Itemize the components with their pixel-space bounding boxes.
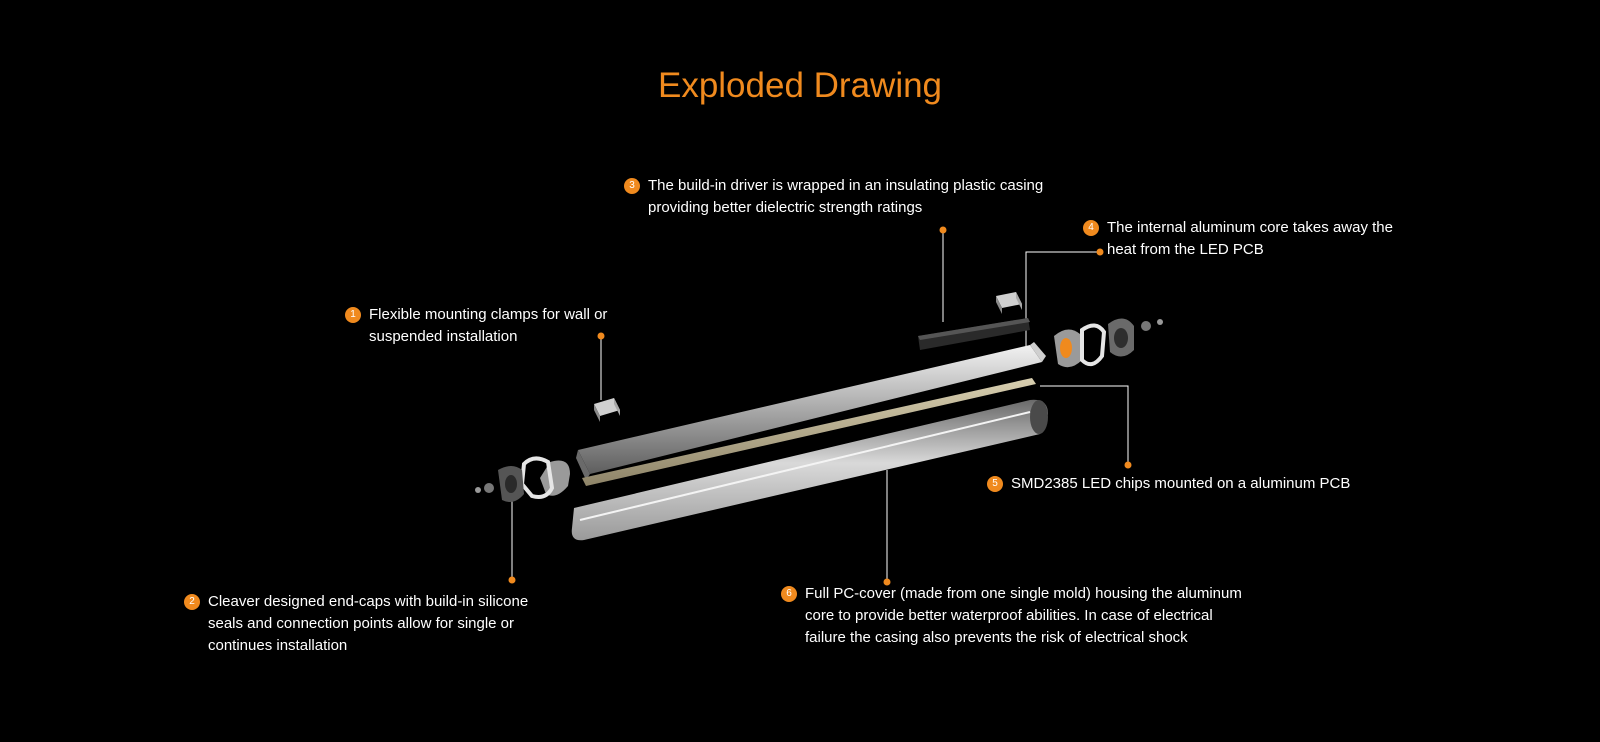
callout-3-number: 3 (624, 178, 640, 194)
callout-3: 3 The build-in driver is wrapped in an i… (624, 175, 1044, 219)
callout-4: 4 The internal aluminum core takes away … (1083, 217, 1393, 261)
callout-5-number: 5 (987, 476, 1003, 492)
callout-6-number: 6 (781, 586, 797, 602)
callout-3-text: The build-in driver is wrapped in an ins… (648, 177, 1044, 216)
leader-dot-5 (1124, 461, 1132, 469)
leader-dot-4 (1096, 248, 1104, 256)
callout-1-text: Flexible mounting clamps for wall or sus… (369, 306, 608, 345)
callout-1-number: 1 (345, 307, 361, 323)
leader-dot-3 (939, 226, 947, 234)
leader-dot-1 (597, 332, 605, 340)
leader-line-5 (1040, 385, 1129, 465)
end-cap-left (475, 456, 570, 502)
callout-6: 6 Full PC-cover (made from one single mo… (781, 583, 1251, 649)
leader-dot-6 (883, 578, 891, 586)
aluminum-core (576, 342, 1046, 480)
pc-cover (571, 399, 1048, 541)
mounting-clamp-right (996, 292, 1022, 314)
leader-line-4 (1025, 251, 1100, 348)
callout-2-text: Cleaver designed end-caps with build-in … (208, 593, 529, 654)
end-cap-right (1054, 318, 1163, 368)
callout-2: 2 Cleaver designed end-caps with build-i… (184, 591, 564, 657)
mounting-clamp-left (594, 398, 620, 422)
callout-2-number: 2 (184, 594, 200, 610)
callout-6-text: Full PC-cover (made from one single mold… (805, 585, 1242, 646)
callout-4-number: 4 (1083, 220, 1099, 236)
leader-dot-2 (508, 576, 516, 584)
callout-4-text: The internal aluminum core takes away th… (1107, 219, 1393, 258)
callout-5: 5 SMD2385 LED chips mounted on a aluminu… (987, 473, 1387, 495)
callout-5-text: SMD2385 LED chips mounted on a aluminum … (1011, 475, 1351, 492)
callout-1: 1 Flexible mounting clamps for wall or s… (345, 304, 635, 348)
led-pcb-strip (582, 378, 1036, 486)
driver-housing (918, 318, 1030, 350)
page-title: Exploded Drawing (657, 66, 943, 105)
